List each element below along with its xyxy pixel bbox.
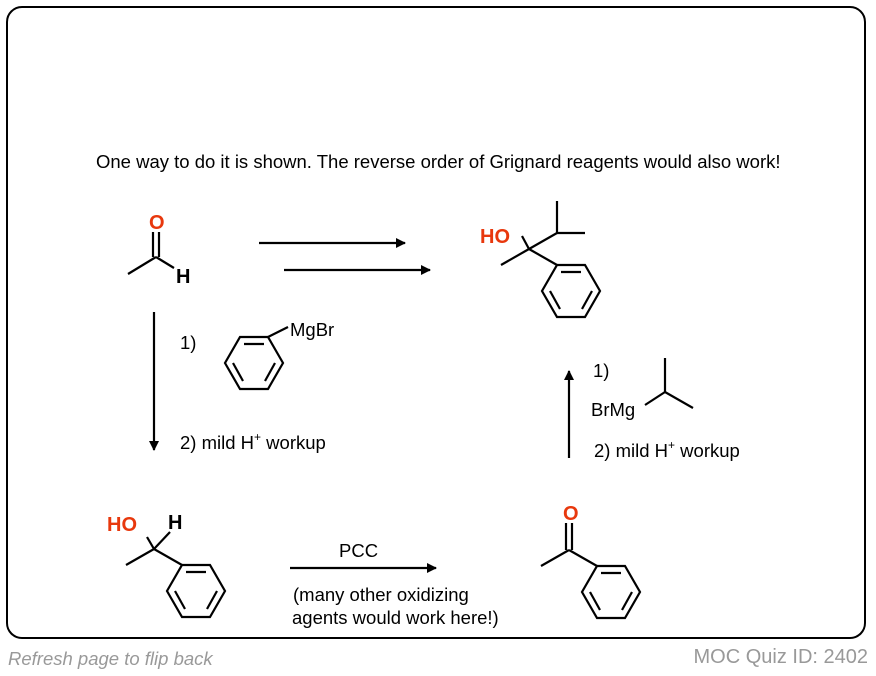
acetaldehyde-structure (127, 232, 175, 275)
oxidation-reagent-label: PCC (339, 540, 378, 561)
acetophenone-structure (540, 523, 642, 620)
isopropylmagnesium-bromide-structure (644, 358, 694, 409)
ketone-oxygen-label: O (563, 503, 579, 525)
secondary-alcohol-structure (125, 531, 227, 619)
aldehyde-hydrogen-label: H (176, 266, 190, 288)
oxidation-note-line-2: agents would work here!) (292, 607, 499, 628)
right-workup-text: 2) mild H+ workup (594, 438, 740, 461)
left-step-number: 1) (180, 332, 196, 353)
secondary-hydroxyl-label: HO (107, 514, 137, 536)
aldehyde-oxygen-label: O (149, 212, 165, 234)
quiz-card (6, 6, 866, 639)
oxidation-note-line-1: (many other oxidizing (293, 584, 469, 605)
refresh-hint[interactable]: Refresh page to flip back (8, 648, 213, 669)
quiz-id: MOC Quiz ID: 2402 (693, 646, 868, 668)
secondary-hydrogen-label: H (168, 512, 182, 534)
target-alcohol-structure (500, 201, 602, 319)
left-workup-text: 2) mild H+ workup (180, 430, 326, 453)
right-step-number: 1) (593, 360, 609, 381)
brmg-label: BrMg (591, 399, 635, 420)
phenylmagnesium-bromide-structure (223, 326, 289, 391)
target-hydroxyl-label: HO (480, 226, 510, 248)
mgbr-label: MgBr (290, 319, 334, 340)
intro-text: One way to do it is shown. The reverse o… (96, 151, 781, 172)
